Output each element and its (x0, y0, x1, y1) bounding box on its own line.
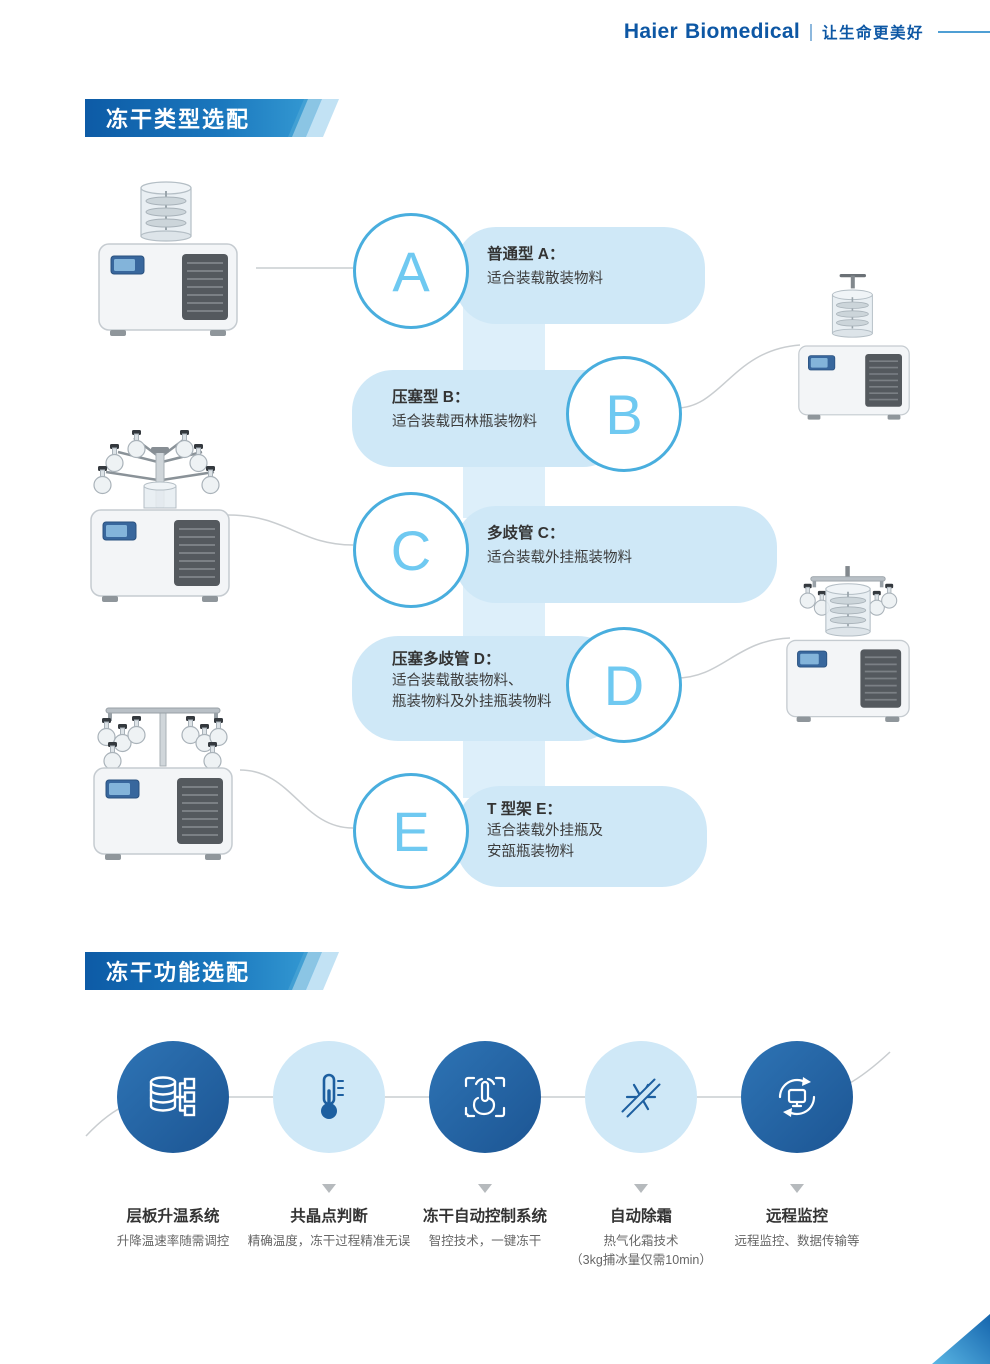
function-circle (117, 1041, 229, 1153)
down-arrow-icon (634, 1184, 648, 1193)
type-b-desc: 适合装载西林瓶装物料 (392, 414, 537, 430)
type-d-desc: 适合装载散装物料、 (392, 673, 523, 689)
function-title: 共晶点判断 (290, 1208, 368, 1225)
logo-biomedical: Biomedical (684, 20, 800, 43)
brand-tagline: 让生命更美好 (821, 25, 924, 42)
type-e-title: T 型架 E： (487, 801, 562, 818)
function-circle (429, 1041, 541, 1153)
freeze-dryer-type-a-image (98, 181, 238, 337)
function-section-title: 冻干功能选配 (85, 952, 308, 990)
type-node-circle-b: B (566, 356, 682, 472)
function-circle (585, 1041, 697, 1153)
type-node-letter-b: B (605, 382, 643, 446)
type-node-letter-a: A (392, 239, 430, 303)
freeze-dryer-type-d-image (786, 566, 910, 722)
shelf-heating-icon (149, 1076, 196, 1117)
type-pill-c: 多歧管 C： 适合装载外挂瓶装物料 (455, 506, 777, 603)
type-e-desc: 适合装载外挂瓶及 (487, 823, 603, 839)
type-node-circle-a: A (353, 213, 469, 329)
function-items-row: 层板升温系统 升降温速率随需调控 共晶点判断 精确温度，冻干过程精准无误 (95, 1041, 875, 1271)
function-item-shelf-heating: 层板升温系统 升降温速率随需调控 (95, 1041, 251, 1271)
haier-biomedical-logo: Haier Biomedical (624, 20, 800, 44)
thermometer-icon (321, 1073, 344, 1119)
type-section-banner: 冻干类型选配 (85, 99, 308, 137)
function-item-eutectic-point: 共晶点判断 精确温度，冻干过程精准无误 (248, 1041, 410, 1271)
logo-haier: Haier (623, 20, 678, 43)
type-a-title: 普通型 A： (487, 246, 565, 263)
type-d-desc: 瓶装物料及外挂瓶装物料 (392, 694, 552, 711)
function-section-banner: 冻干功能选配 (85, 952, 308, 990)
type-pill-a: 普通型 A： 适合装载散装物料 (455, 227, 705, 324)
type-c-desc: 适合装载外挂瓶装物料 (487, 550, 632, 566)
function-desc-line: 远程监控、数据传输等 (734, 1234, 860, 1248)
corner-decoration (932, 1314, 990, 1364)
page-header: Haier Biomedical 让生命更美好 (624, 20, 990, 44)
type-node-letter-d: D (603, 653, 645, 717)
function-circle (741, 1041, 853, 1153)
freeze-dryer-type-c-image (90, 429, 230, 603)
freeze-dryer-type-e-image (93, 707, 233, 861)
header-rule-line (938, 31, 990, 33)
type-node-letter-e: E (392, 799, 430, 863)
type-node-circle-d: D (566, 627, 682, 743)
type-b-title: 压塞型 B： (392, 389, 470, 406)
touch-control-icon (464, 1076, 506, 1118)
type-pill-e: T 型架 E： 适合装载外挂瓶及 安瓿瓶装物料 (455, 786, 707, 887)
function-desc-line: 精确温度，冻干过程精准无误 (247, 1234, 411, 1248)
type-d-title: 压塞多歧管 D： (392, 651, 501, 668)
defrost-icon (621, 1078, 661, 1118)
type-node-letter-c: C (390, 518, 432, 582)
type-a-desc: 适合装载散装物料 (487, 271, 603, 287)
function-desc-line: 升降温速率随需调控 (116, 1234, 230, 1248)
freeze-dryer-type-b-image (798, 274, 910, 421)
type-node-circle-c: C (353, 492, 469, 608)
function-circle (273, 1041, 385, 1153)
function-desc-line: 智控技术，一键冻干 (428, 1234, 542, 1248)
function-item-remote-monitoring: 远程监控 远程监控、数据传输等 (719, 1041, 875, 1271)
function-title: 层板升温系统 (126, 1208, 220, 1225)
function-item-auto-defrost: 自动除霜 热气化霜技术 （3kg捕冰量仅需10min） (563, 1041, 719, 1271)
type-section-title: 冻干类型选配 (85, 99, 308, 137)
down-arrow-icon (478, 1184, 492, 1193)
function-desc-line: 热气化霜技术 (603, 1234, 679, 1248)
type-c-title: 多歧管 C： (487, 525, 565, 542)
function-title: 远程监控 (765, 1208, 828, 1225)
type-e-desc: 安瓿瓶装物料 (487, 844, 574, 861)
function-item-auto-control: 冻干自动控制系统 智控技术，一键冻干 (407, 1041, 563, 1271)
function-title: 自动除霜 (609, 1208, 672, 1225)
down-arrow-icon (322, 1184, 336, 1193)
down-arrow-icon (790, 1184, 804, 1193)
logo-divider (809, 23, 812, 41)
type-node-circle-e: E (353, 773, 469, 889)
function-desc-line: （3kg捕冰量仅需10min） (570, 1253, 712, 1268)
remote-monitoring-icon (778, 1077, 816, 1117)
function-title: 冻干自动控制系统 (422, 1208, 547, 1225)
